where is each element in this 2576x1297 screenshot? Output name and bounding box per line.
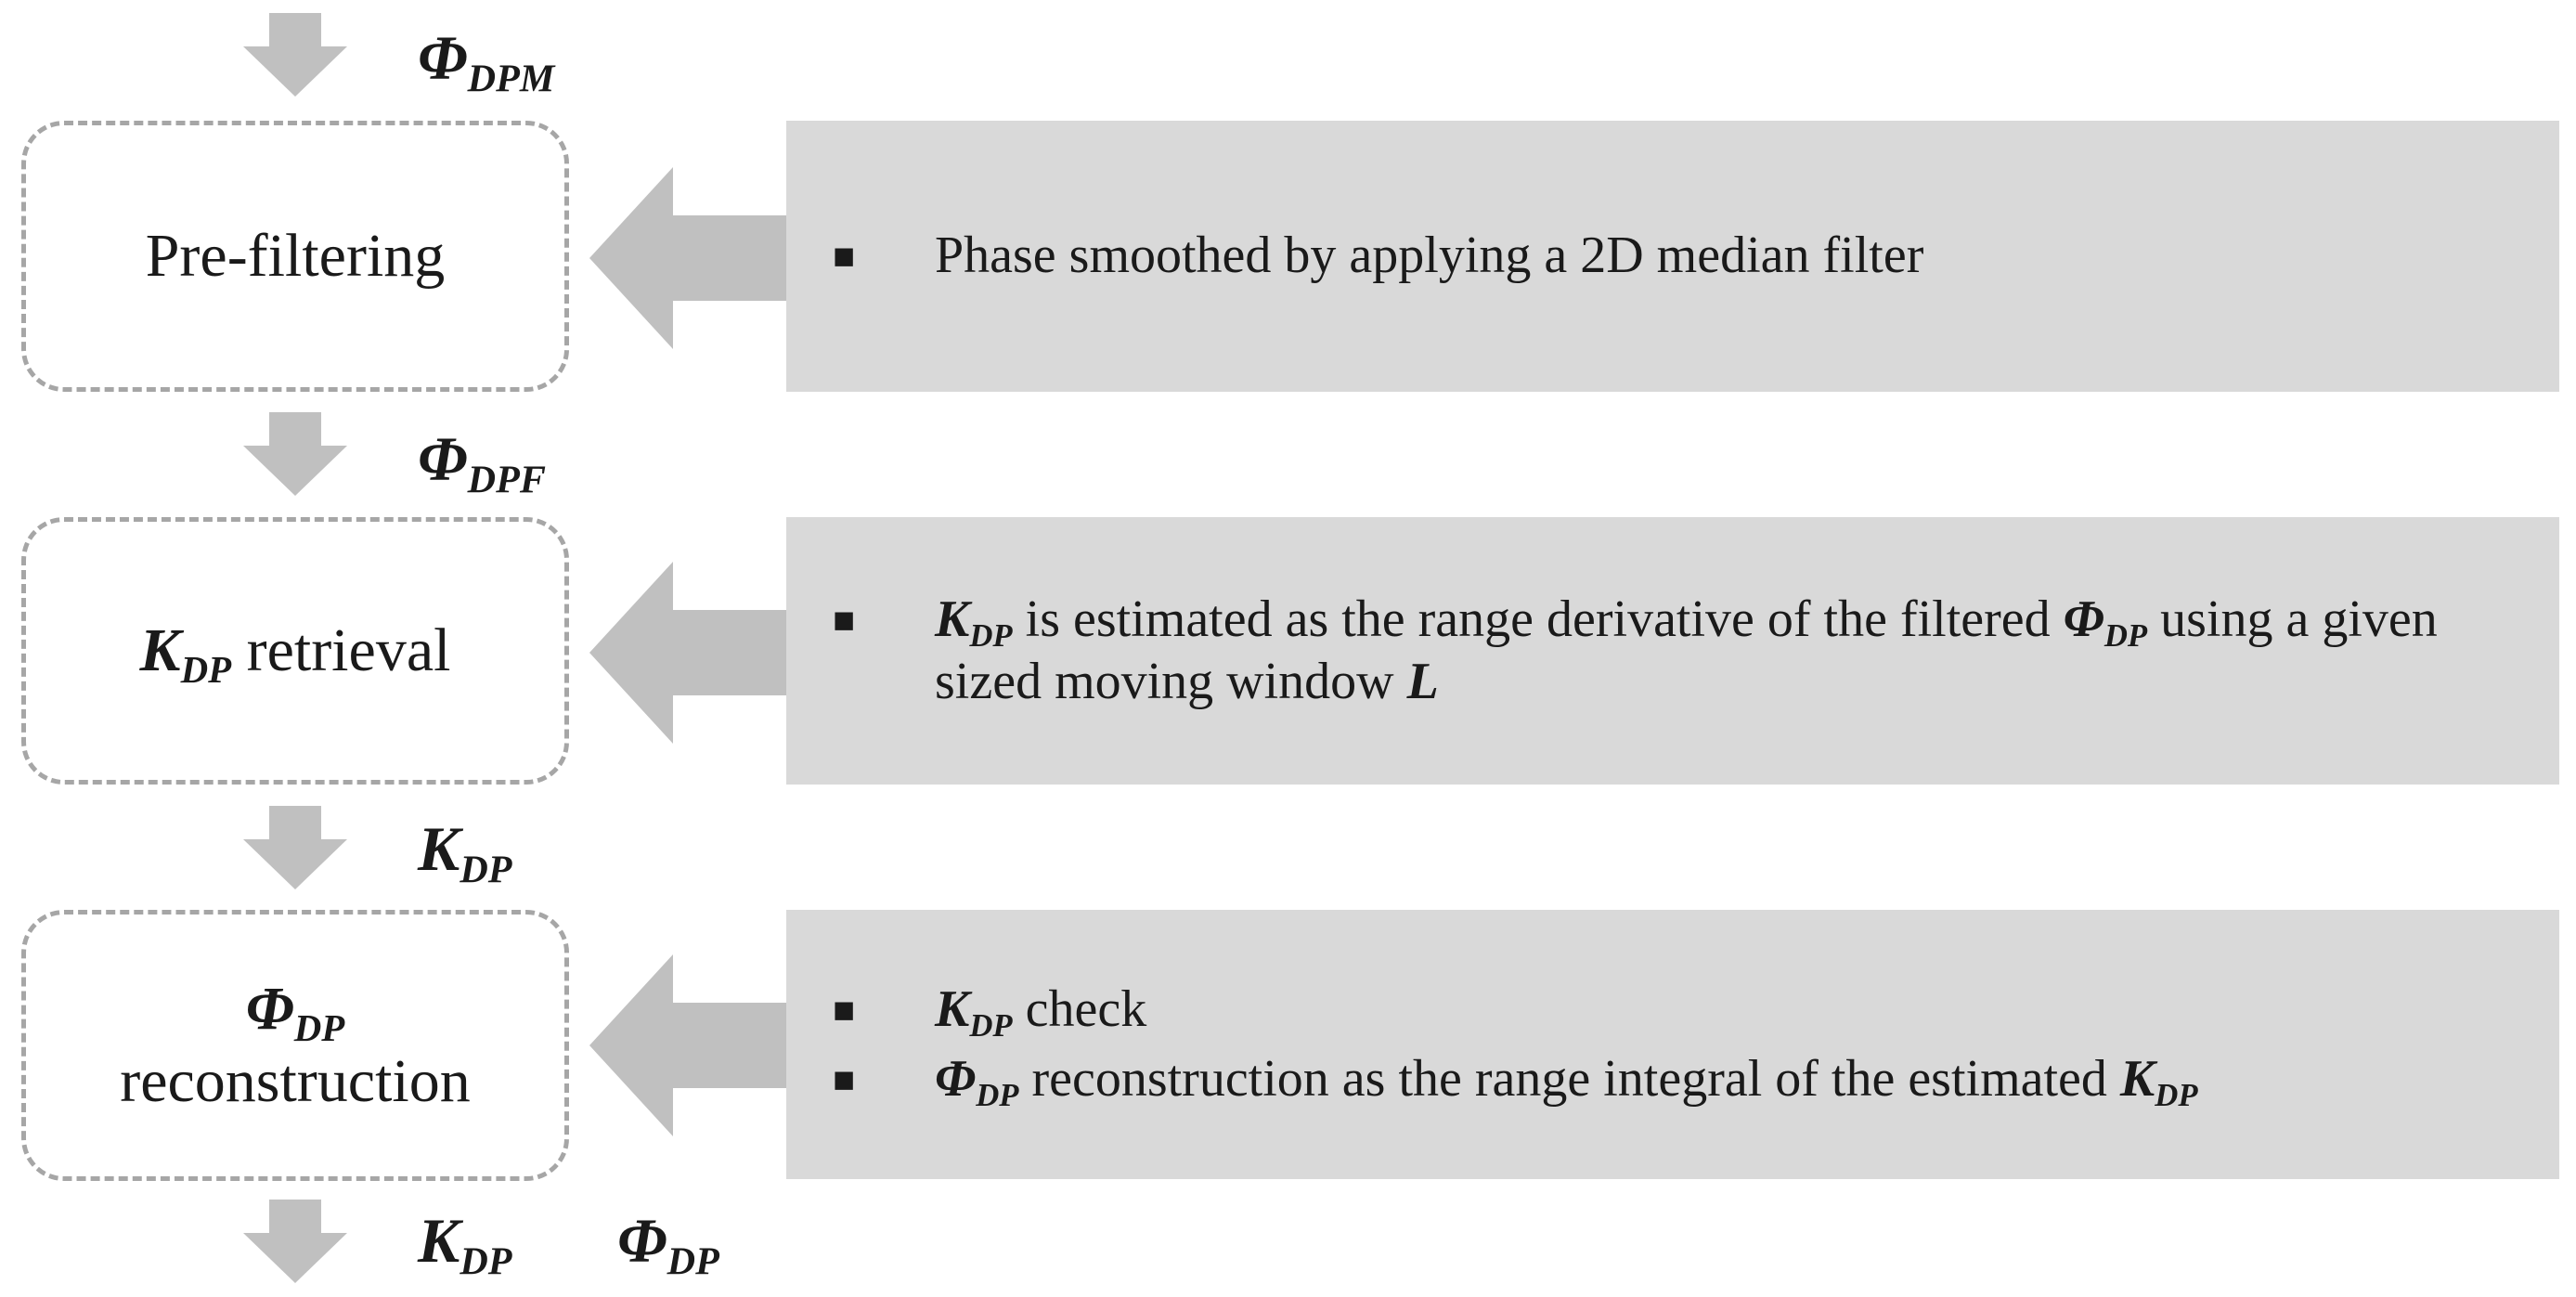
step-label-phidp-var: ΦDP [245, 975, 345, 1050]
label-phi-dpf: ΦDPF [418, 423, 546, 502]
step-box-prefiltering: Pre-filtering [21, 121, 569, 392]
step-box-kdp-retrieval: KDP retrieval [21, 517, 569, 785]
panel-prefiltering: ■ Phase smoothed by applying a 2D median… [786, 121, 2559, 392]
down-arrow-input [243, 13, 347, 97]
bullet-item: ■ KDP check [833, 979, 2526, 1044]
label-phi-dp-output: ΦDP [617, 1205, 719, 1284]
left-arrow-kdp-retrieval [589, 562, 786, 744]
down-arrow-output [243, 1200, 347, 1283]
left-arrow-prefiltering [589, 167, 786, 349]
bullet-text: ΦDP reconstruction as the range integral… [935, 1050, 2198, 1114]
left-arrow-phidp-reconstruction [589, 954, 786, 1136]
bullet-icon: ■ [833, 598, 856, 641]
label-kdp-output: KDP [418, 1205, 512, 1284]
panel-kdp-retrieval: ■ KDP is estimated as the range derivati… [786, 517, 2559, 785]
step-label-phidp-text: reconstruction [120, 1047, 471, 1115]
bullet-icon: ■ [833, 1058, 856, 1100]
bullet-text: KDP is estimated as the range derivative… [935, 590, 2438, 710]
step-label-prefiltering: Pre-filtering [145, 222, 446, 291]
bullet-item: ■ Phase smoothed by applying a 2D median… [833, 225, 2526, 287]
label-phi-dpm: ΦDPM [418, 22, 555, 101]
bullet-item: ■ ΦDP reconstruction as the range integr… [833, 1048, 2526, 1114]
step-box-phidp-reconstruction: ΦDP reconstruction [21, 910, 569, 1181]
panel-phidp-reconstruction: ■ KDP check ■ ΦDP reconstruction as the … [786, 910, 2559, 1179]
down-arrow-retrieval [243, 806, 347, 889]
step-label-kdp-retrieval: KDP retrieval [139, 616, 451, 692]
bullet-text: KDP check [935, 979, 1147, 1044]
bullet-text: Phase smoothed by applying a 2D median f… [935, 227, 1924, 285]
bullet-icon: ■ [833, 235, 856, 278]
bullet-icon: ■ [833, 988, 856, 1031]
down-arrow-prefilter [243, 412, 347, 496]
label-kdp-intermediate: KDP [418, 813, 512, 892]
bullet-item: ■ KDP is estimated as the range derivati… [833, 589, 2526, 713]
